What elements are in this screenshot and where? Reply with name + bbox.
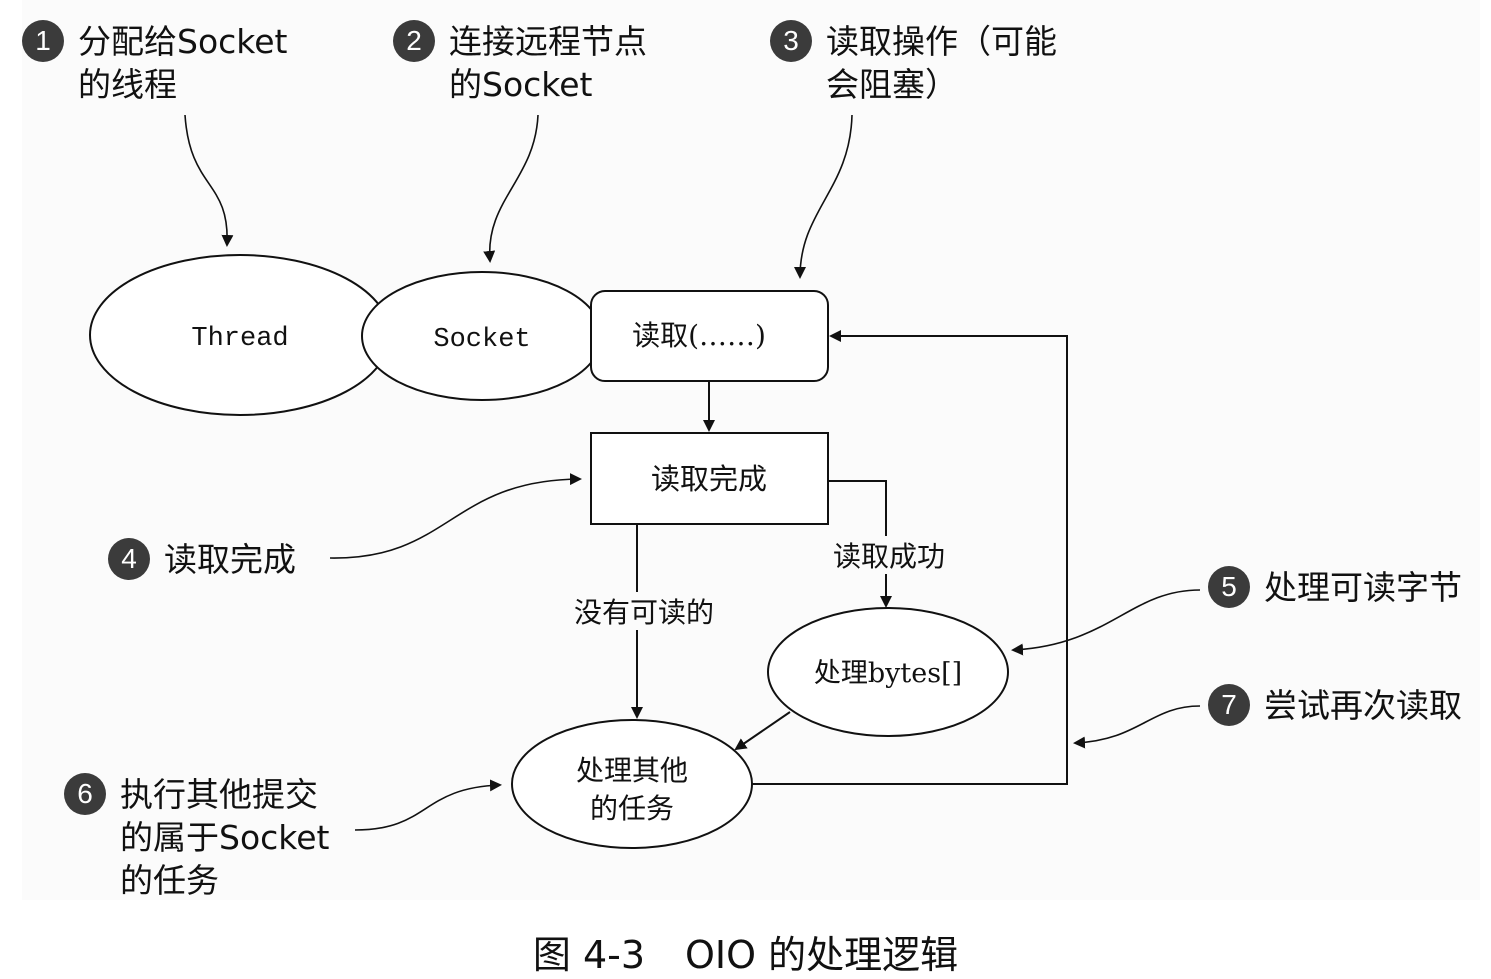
- process-bytes-node: [767, 607, 1009, 737]
- callout-4-number: 4: [108, 538, 150, 580]
- pointer-6: [354, 779, 502, 831]
- callout-1: 1 分配给Socket 的线程: [22, 20, 287, 106]
- callout-6: 6 执行其他提交 的属于Socket 的任务: [64, 773, 329, 902]
- other-tasks-label-1: 处理其他: [576, 754, 688, 787]
- callout-5-text: 处理可读字节: [1264, 566, 1462, 609]
- callout-4-text: 读取完成: [164, 538, 296, 581]
- process-bytes-label: 处理bytes[]: [814, 658, 962, 689]
- read-complete-node: [590, 432, 829, 525]
- callout-7: 7 尝试再次读取: [1208, 684, 1462, 727]
- figure-title: OIO 的处理逻辑: [685, 933, 959, 977]
- callout-6-text: 执行其他提交 的属于Socket 的任务: [120, 773, 329, 902]
- callout-2-line-2: 的Socket: [449, 65, 593, 104]
- callout-5: 5 处理可读字节: [1208, 566, 1462, 609]
- pointer-1: [184, 114, 234, 247]
- read-call-label: 读取(……): [632, 319, 766, 352]
- nothing-readable-label: 没有可读的: [574, 596, 714, 629]
- callout-4-line-1: 读取完成: [164, 540, 296, 579]
- figure-number: 图 4-3: [532, 933, 646, 977]
- read-complete-label: 读取完成: [651, 462, 767, 496]
- callout-6-line-2: 的属于Socket: [120, 818, 330, 857]
- socket-label: Socket: [433, 325, 530, 355]
- edge-loop-back: [752, 330, 1068, 785]
- callout-2: 2 连接远程节点 的Socket: [393, 20, 647, 106]
- callout-6-line-1: 执行其他提交: [120, 775, 318, 814]
- callout-6-line-3: 的任务: [120, 861, 219, 900]
- callout-3-line-1: 读取操作（可能: [826, 22, 1057, 61]
- callout-1-text: 分配给Socket 的线程: [78, 20, 287, 106]
- callout-1-line-1: 分配给Socket: [78, 22, 288, 61]
- pointer-5: [1011, 589, 1201, 656]
- callout-7-line-1: 尝试再次读取: [1264, 686, 1462, 725]
- callout-2-number: 2: [393, 20, 435, 62]
- callout-1-line-2: 的线程: [78, 65, 177, 104]
- pointer-7: [1073, 705, 1201, 749]
- callout-6-number: 6: [64, 773, 106, 815]
- pointer-4: [329, 473, 582, 559]
- callout-3-line-2: 会阻塞）: [826, 65, 958, 104]
- callout-3: 3 读取操作（可能 会阻塞）: [770, 20, 1057, 106]
- callout-5-line-1: 处理可读字节: [1264, 568, 1462, 607]
- edge-bytes-to-tasks: [734, 711, 791, 751]
- callout-2-text: 连接远程节点 的Socket: [449, 20, 647, 106]
- pointer-3: [794, 114, 853, 279]
- read-success-label: 读取成功: [833, 540, 945, 573]
- callout-4: 4 读取完成: [108, 538, 296, 581]
- pointer-2: [483, 114, 539, 263]
- callout-2-line-1: 连接远程节点: [449, 22, 647, 61]
- callout-3-text: 读取操作（可能 会阻塞）: [826, 20, 1057, 106]
- callout-3-number: 3: [770, 20, 812, 62]
- other-tasks-label-2: 的任务: [590, 792, 674, 825]
- callout-7-number: 7: [1208, 684, 1250, 726]
- thread-label: Thread: [191, 324, 288, 354]
- callout-7-text: 尝试再次读取: [1264, 684, 1462, 727]
- callout-5-number: 5: [1208, 566, 1250, 608]
- callout-1-number: 1: [22, 20, 64, 62]
- figure-caption: 图 4-3 OIO 的处理逻辑: [0, 924, 1491, 979]
